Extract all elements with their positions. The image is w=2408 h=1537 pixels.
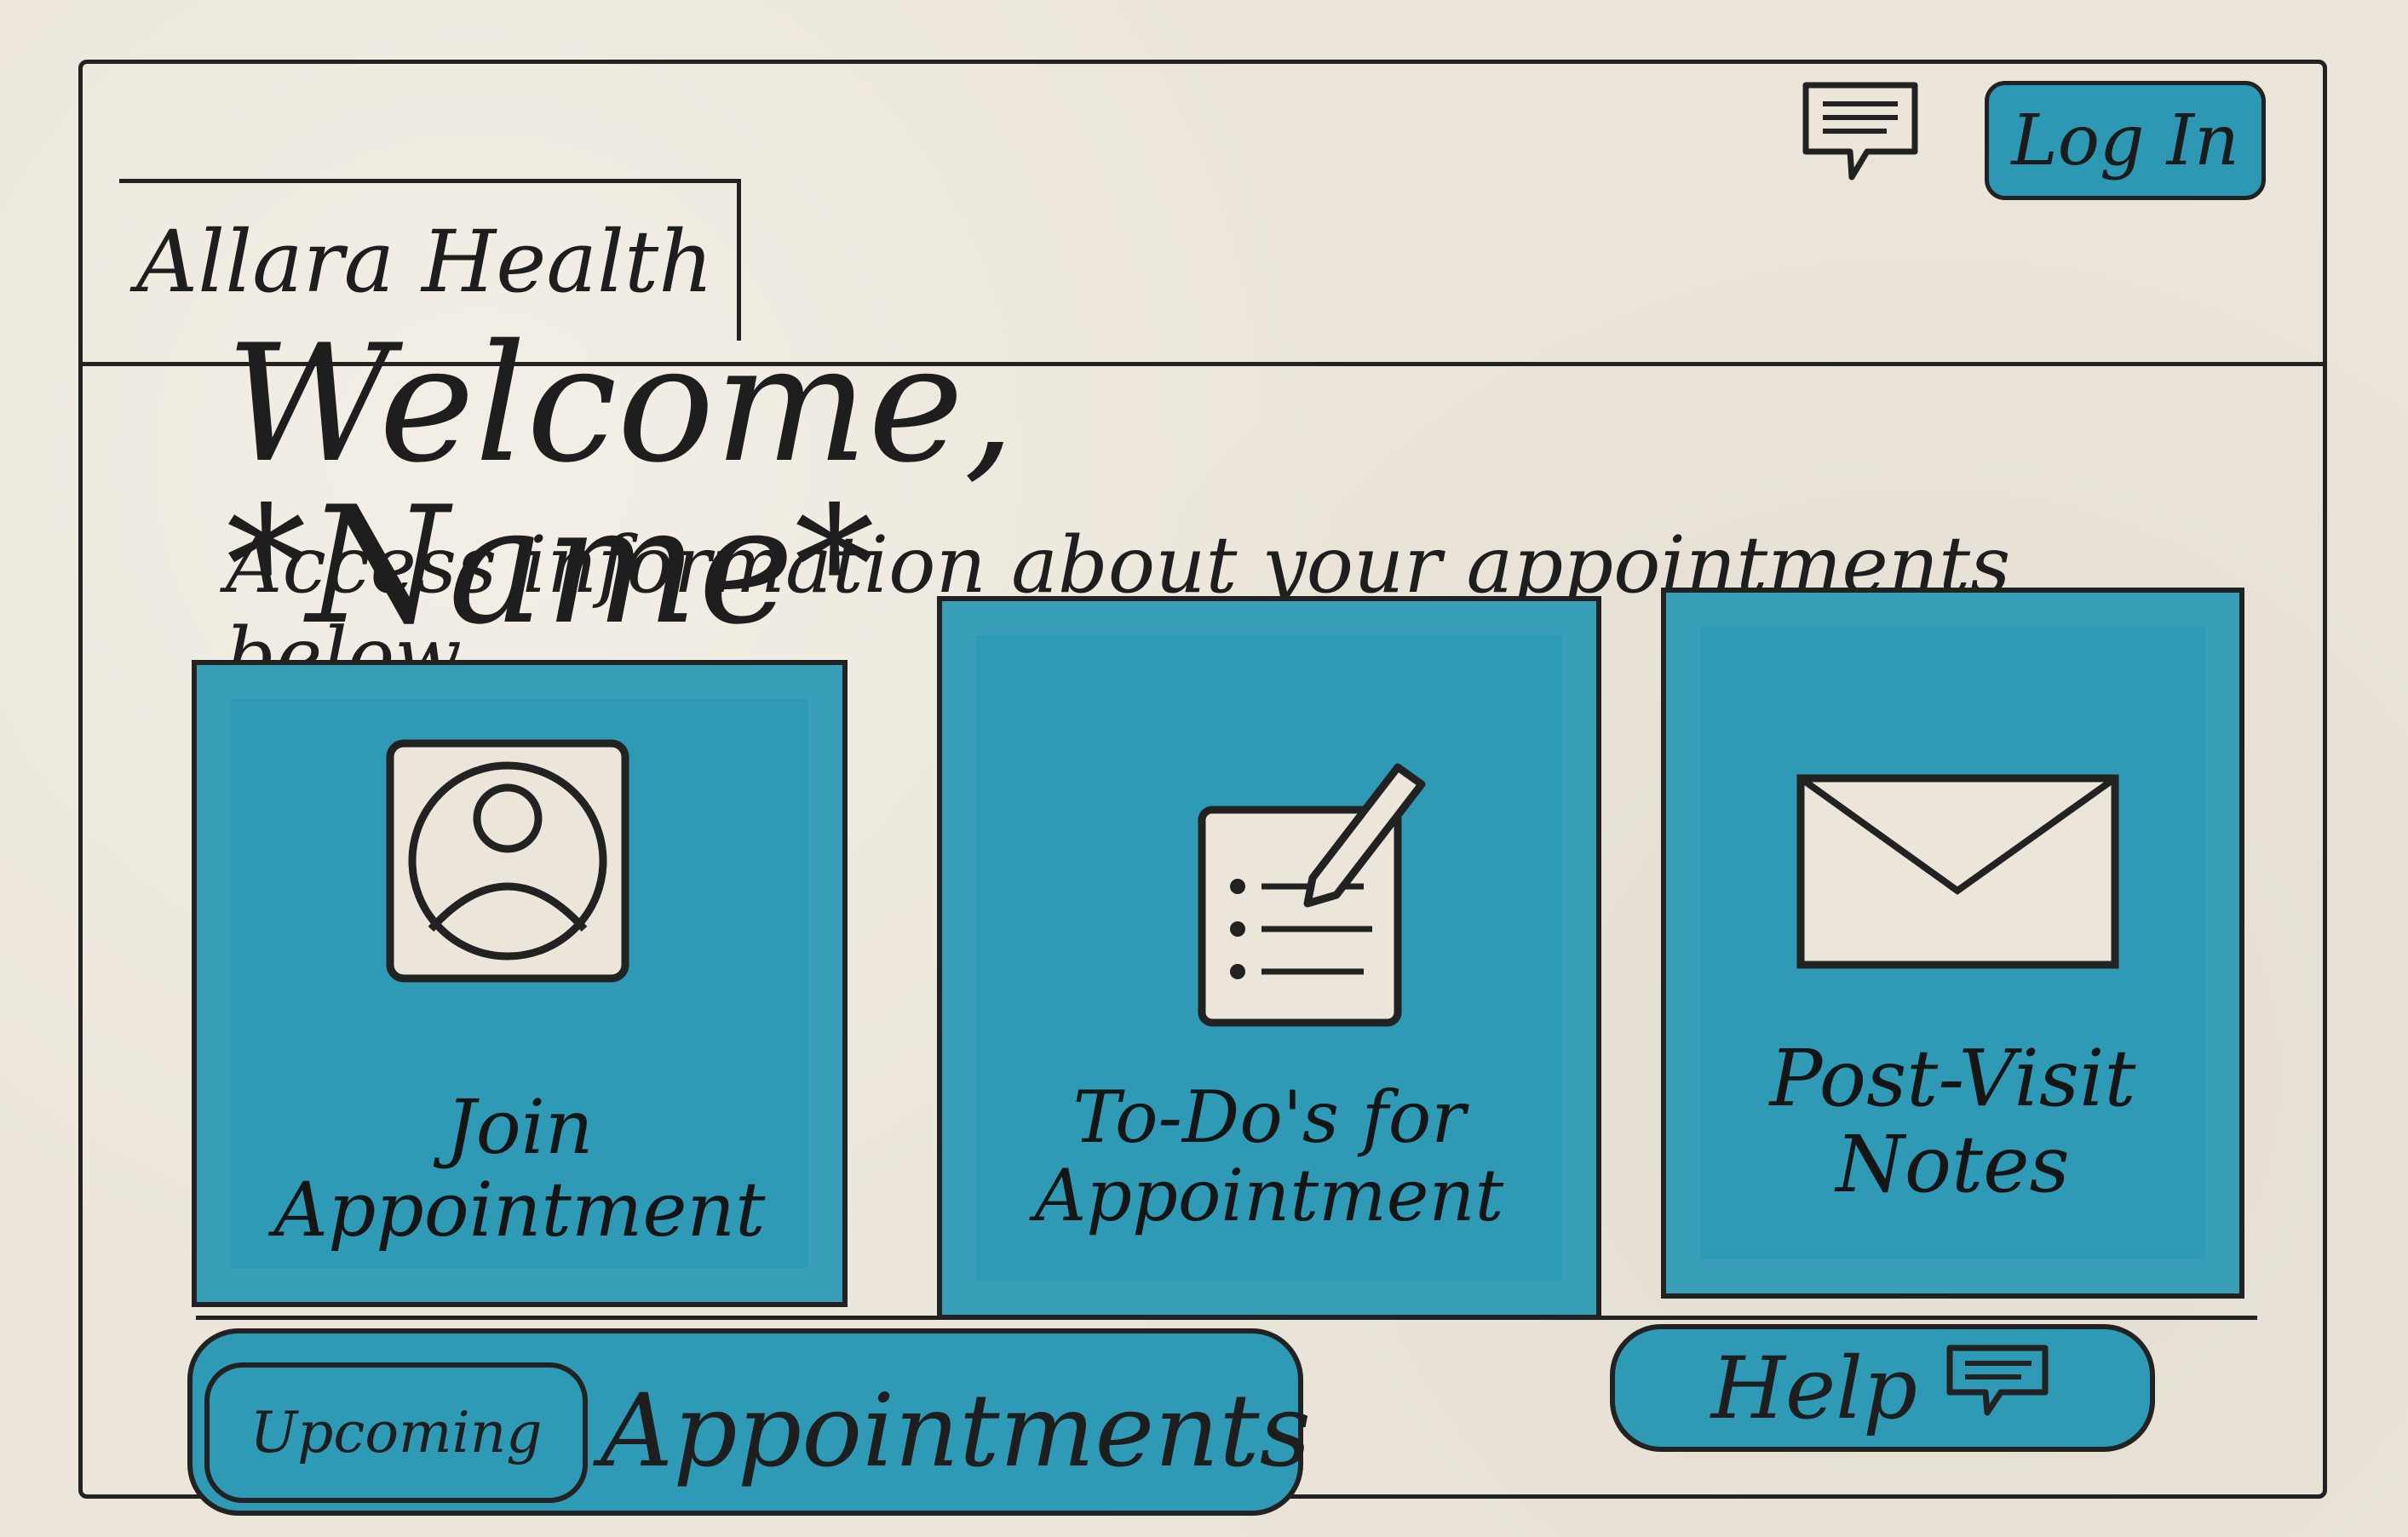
- todos-appointment-card[interactable]: To-Do's for Appointment: [937, 596, 1601, 1320]
- top-header: [78, 60, 2327, 366]
- section-divider: [196, 1316, 2257, 1320]
- notes-icon: [1193, 750, 1432, 1031]
- chat-icon[interactable]: [1797, 77, 1925, 187]
- appointments-label: Appointments: [601, 1372, 1312, 1489]
- brand-logo[interactable]: Allara Health: [119, 179, 741, 341]
- login-label: Log In: [2011, 100, 2239, 181]
- upcoming-appointments-bar[interactable]: [187, 1328, 1303, 1516]
- welcome-heading: Welcome, *Name*: [226, 310, 1015, 660]
- login-button[interactable]: Log In: [1985, 81, 2266, 200]
- join-appointment-card[interactable]: Join Appointment: [192, 660, 848, 1307]
- upcoming-label: Upcoming: [250, 1400, 543, 1465]
- upcoming-tab[interactable]: Upcoming: [204, 1362, 588, 1503]
- card-label: Post-Visit Notes: [1769, 1033, 2136, 1211]
- help-label: Help: [1710, 1338, 1918, 1438]
- envelope-icon: [1794, 771, 2122, 972]
- user-profile-icon: [380, 733, 635, 989]
- brand-name: Allara Health: [136, 212, 714, 312]
- chat-icon: [1943, 1339, 2054, 1438]
- card-label: To-Do's for Appointment: [1034, 1075, 1504, 1238]
- card-label: Join Appointment: [273, 1083, 766, 1253]
- post-visit-notes-card[interactable]: Post-Visit Notes: [1661, 588, 2244, 1299]
- help-button[interactable]: Help: [1610, 1324, 2155, 1452]
